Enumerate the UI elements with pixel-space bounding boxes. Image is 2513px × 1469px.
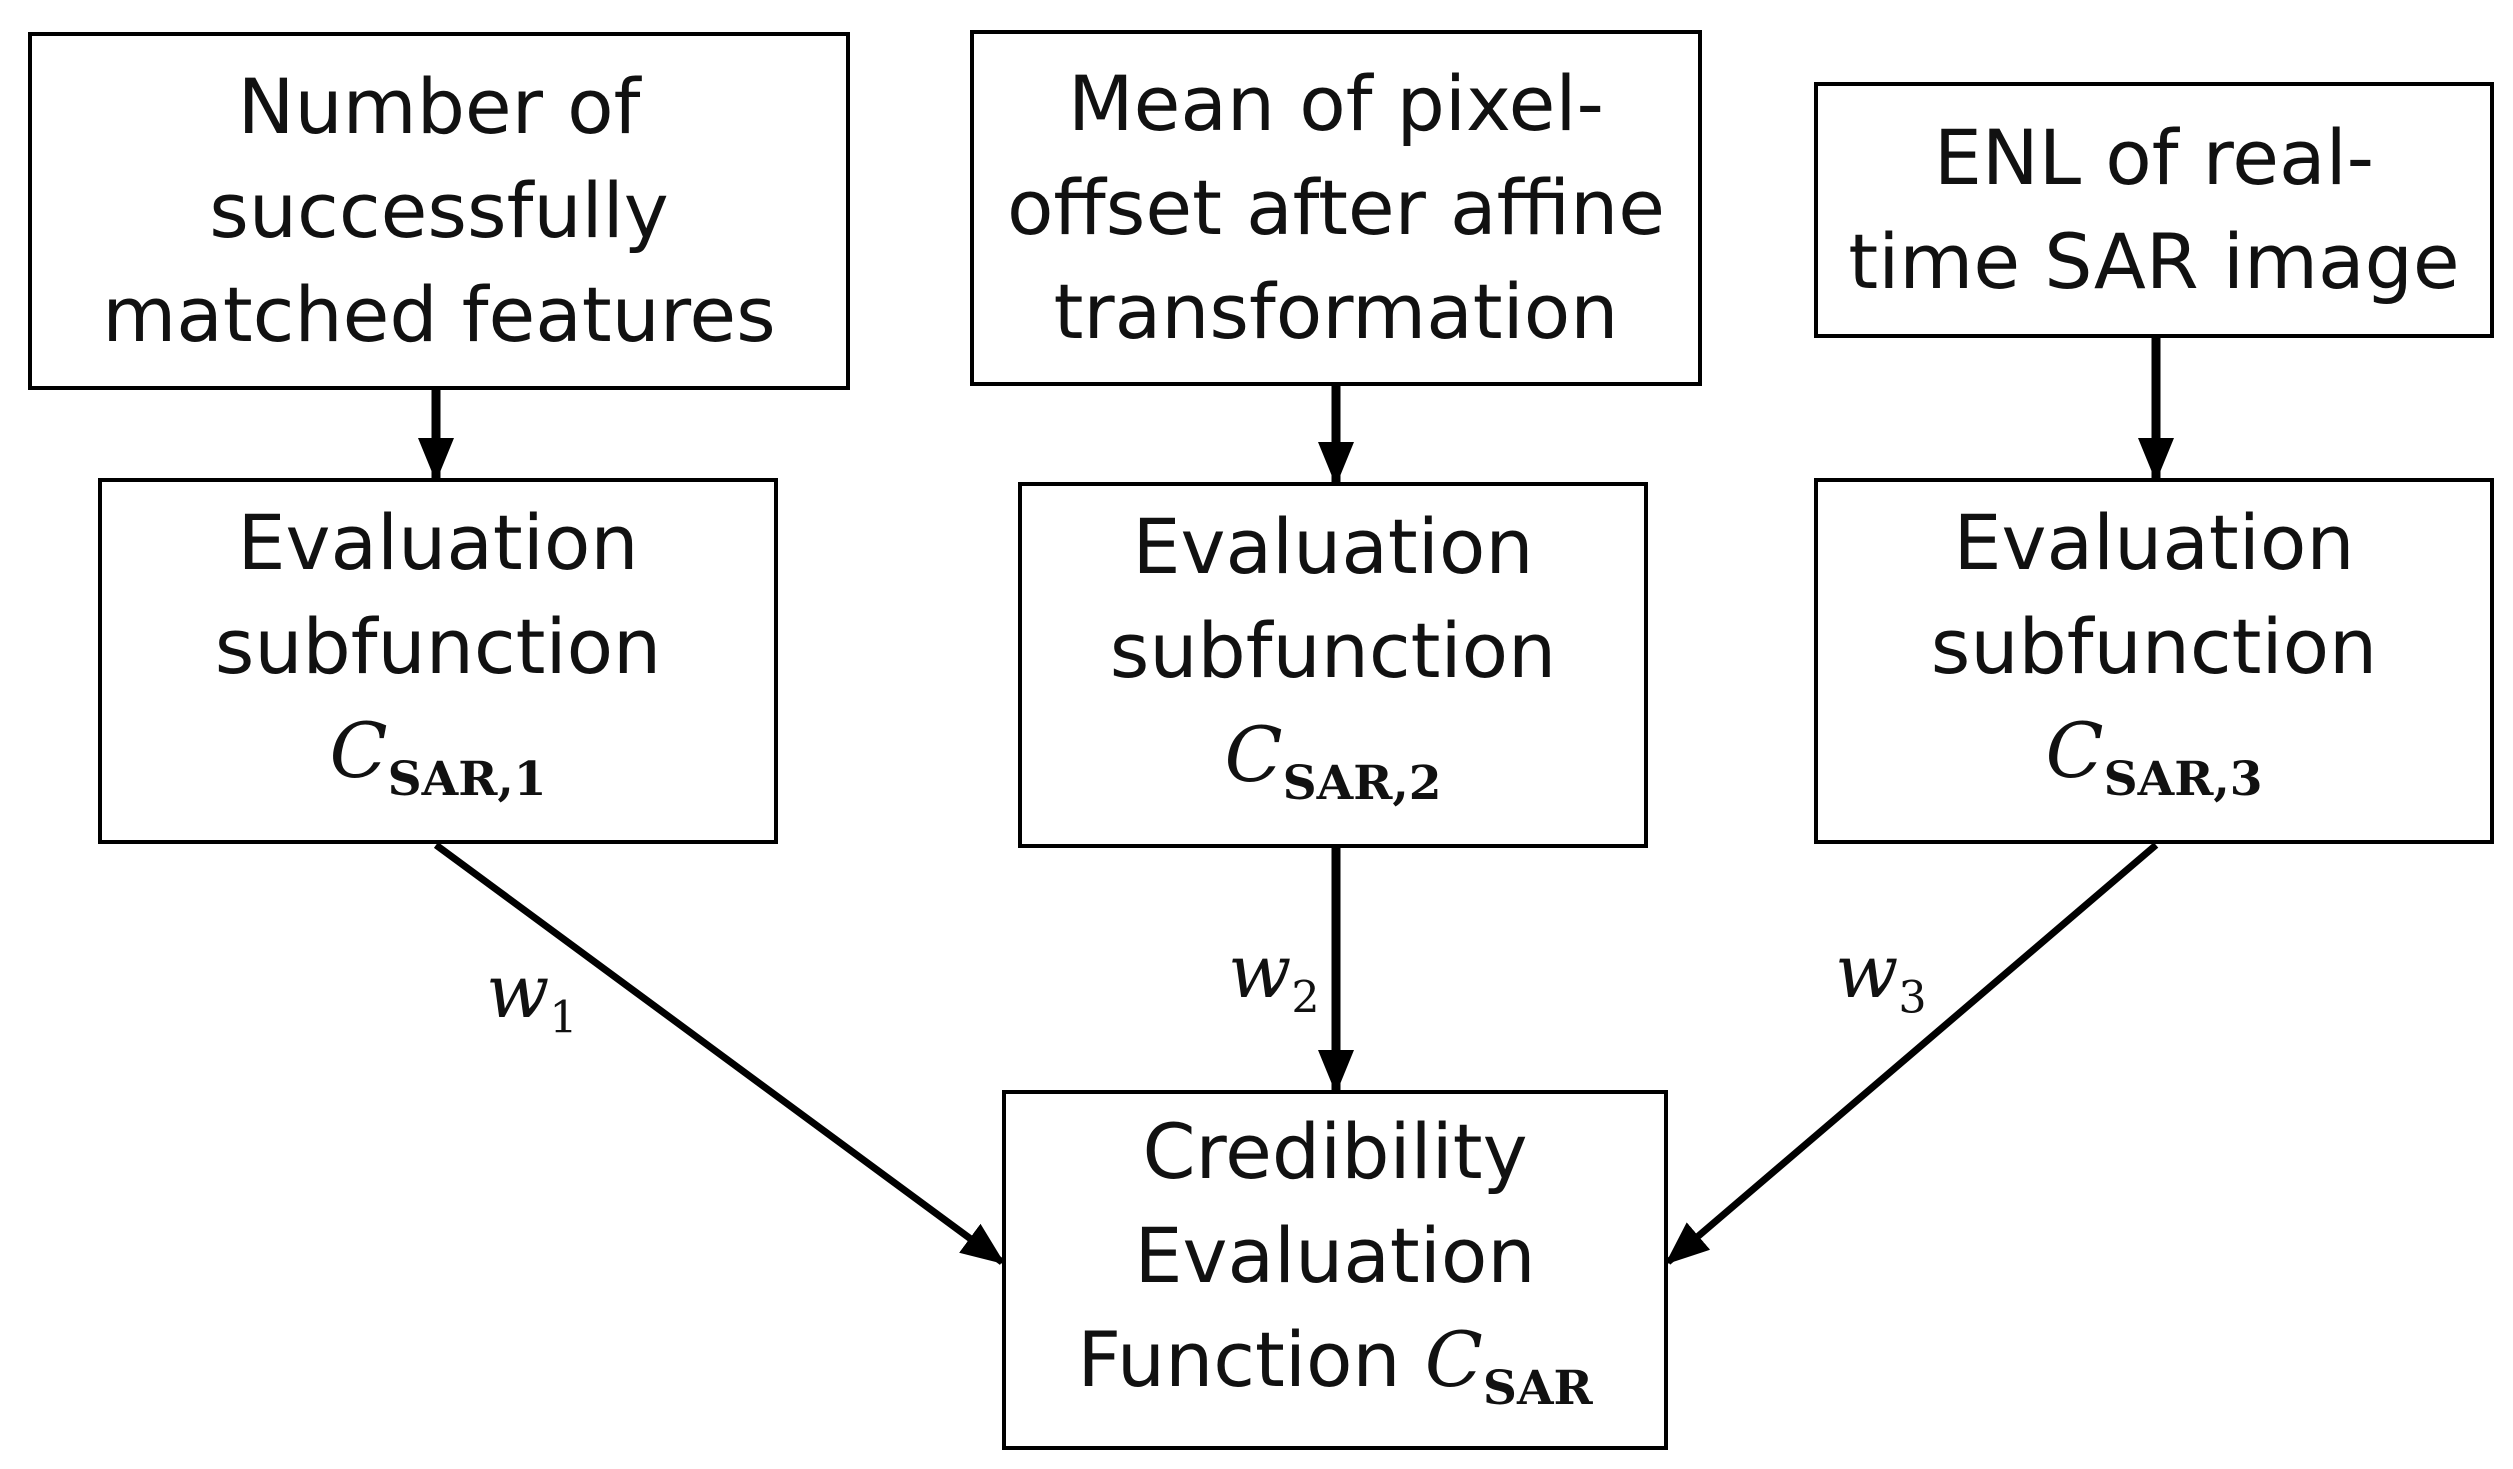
subfunction-2-symbol: CSAR,2: [1224, 703, 1441, 836]
weight-2-symbol: w: [1228, 929, 1292, 1015]
input-2-line-2: offset after affine: [1006, 163, 1666, 252]
input-3-line-1: ENL of real-: [1933, 113, 2375, 202]
input-1-line-3: matched features: [102, 270, 776, 359]
output-line-3-text: Function: [1077, 1314, 1425, 1404]
input-1-line-2: successfully: [209, 166, 669, 255]
arrow-subfunction-1-to-output: [433, 842, 1006, 1265]
weight-2-subscript: 2: [1291, 972, 1320, 1024]
output-symbol-subscript: SAR: [1482, 1360, 1593, 1416]
subfunction-2-line-1: Evaluation: [1132, 501, 1534, 591]
subfunction-3-symbol: CSAR,3: [2045, 699, 2262, 832]
output-line-3: Function CSAR: [1077, 1308, 1592, 1441]
subfunction-3-line-1: Evaluation: [1953, 497, 2355, 587]
subfunction-1-line-1: Evaluation: [237, 497, 639, 587]
input-box-pixel-offset: Mean of pixel- offset after affine trans…: [970, 30, 1702, 386]
input-3-line-2: time SAR image: [1848, 217, 2460, 306]
weight-label-2: w2: [1228, 935, 1320, 1021]
weight-label-3: w3: [1835, 935, 1927, 1021]
weight-label-1: w1: [486, 955, 578, 1041]
subfunction-1-symbol-letter: C: [329, 705, 388, 795]
input-2-line-1: Mean of pixel-: [1068, 59, 1604, 148]
output-symbol-letter: C: [1424, 1314, 1483, 1404]
subfunction-3-symbol-letter: C: [2045, 705, 2104, 795]
subfunction-1-symbol-subscript: SAR,1: [387, 751, 547, 807]
output-box-credibility-function: Credibility Evaluation Function CSAR: [1002, 1090, 1668, 1450]
subfunction-3-line-2: subfunction: [1930, 601, 2378, 691]
input-1-line-1: Number of: [237, 62, 641, 151]
subfunction-2-symbol-subscript: SAR,2: [1282, 755, 1442, 811]
subfunction-box-3: Evaluation subfunction CSAR,3: [1814, 478, 2494, 844]
input-box-matched-features: Number of successfully matched features: [28, 32, 850, 390]
arrow-subfunction-3-to-output: [1664, 842, 2159, 1265]
subfunction-1-symbol: CSAR,1: [329, 699, 546, 832]
output-line-1: Credibility: [1142, 1106, 1528, 1196]
input-box-enl: ENL of real- time SAR image: [1814, 82, 2494, 338]
subfunction-3-symbol-subscript: SAR,3: [2103, 751, 2263, 807]
input-2-line-3: transformation: [1053, 267, 1619, 356]
subfunction-2-line-2: subfunction: [1109, 605, 1557, 695]
subfunction-box-2: Evaluation subfunction CSAR,2: [1018, 482, 1648, 848]
subfunction-1-line-2: subfunction: [214, 601, 662, 691]
weight-3-subscript: 3: [1898, 972, 1927, 1024]
weight-3-symbol: w: [1835, 929, 1899, 1015]
subfunction-box-1: Evaluation subfunction CSAR,1: [98, 478, 778, 844]
subfunction-2-symbol-letter: C: [1224, 709, 1283, 799]
weight-1-subscript: 1: [549, 992, 578, 1044]
output-line-2: Evaluation: [1134, 1210, 1536, 1300]
weight-1-symbol: w: [486, 949, 550, 1035]
